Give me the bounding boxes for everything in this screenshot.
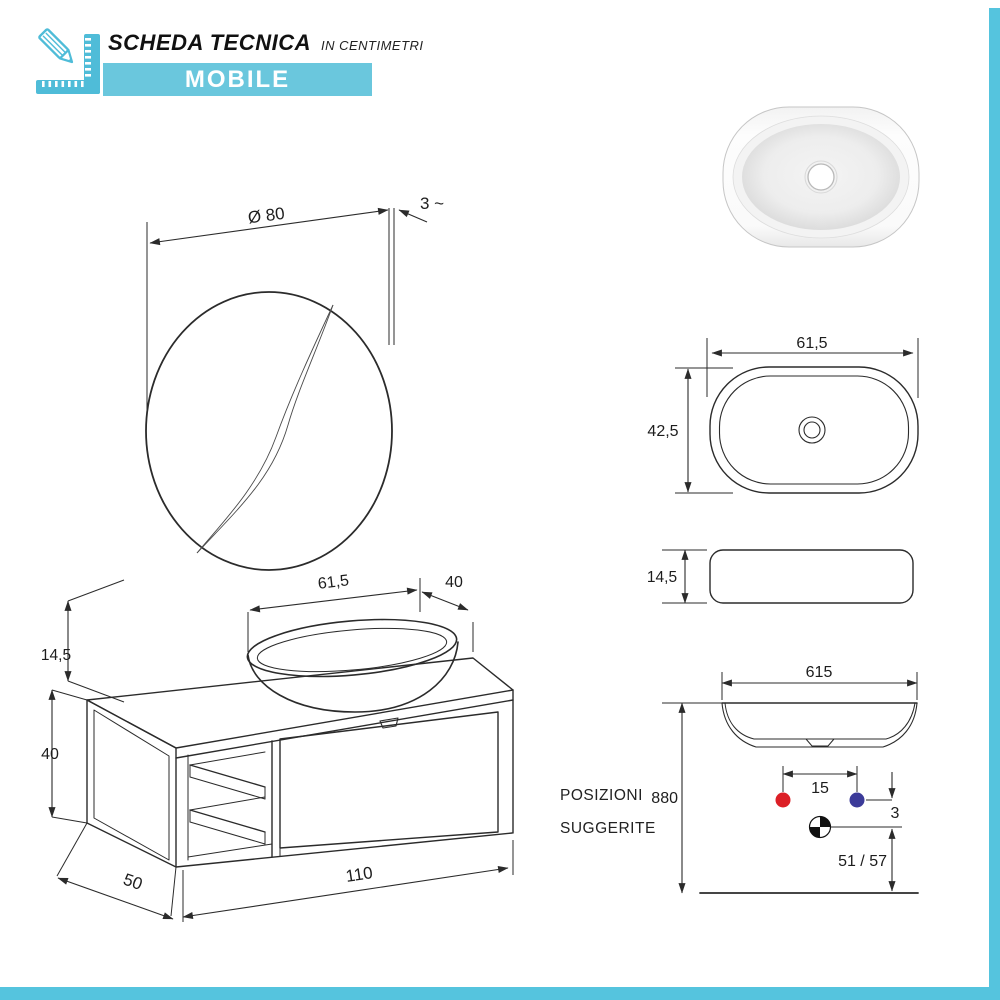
drain-notch: [805, 738, 835, 747]
mirror-diameter-label: Ø 80: [247, 204, 286, 228]
drain-outline: [798, 416, 826, 444]
mirror-thickness-label: 3 ~: [420, 194, 444, 213]
drain-hole: [807, 163, 835, 191]
sink-side-view: 14,5: [647, 549, 914, 604]
drain-height-label: 51 / 57: [838, 853, 887, 870]
header: SCHEDA TECNICA IN CENTIMETRI: [108, 30, 424, 56]
positions-width-label: 615: [806, 664, 833, 681]
basin-front-profile: [721, 702, 918, 748]
mirror-drawing: Ø 80 3 ~: [145, 194, 444, 571]
cabinet-depth-label: 50: [121, 870, 145, 894]
accent-bar-bottom: [0, 987, 1000, 1000]
wall-height-label: 880: [651, 790, 678, 807]
sink-depth-label: 42,5: [647, 423, 678, 440]
pencil-glyph: [38, 28, 74, 64]
sink-top-view: 61,5 42,5: [647, 335, 919, 494]
mirror-decor-line: [196, 304, 334, 554]
mirror-decor-line: [196, 304, 334, 554]
hot-supply-dot: [775, 792, 791, 808]
drawer-handle: [379, 717, 399, 729]
category-badge-label: MOBILE: [184, 65, 291, 93]
accent-bar-right: [989, 8, 1000, 1000]
pencil-ruler-icon: [36, 28, 100, 94]
cabinet-body: [86, 657, 514, 868]
countertop-basin: [246, 618, 459, 713]
sink-width-label: 61,5: [796, 335, 827, 352]
sink-photo: [722, 106, 920, 248]
sink-height-label: 14,5: [647, 569, 677, 586]
page-title: SCHEDA TECNICA: [108, 30, 311, 55]
tap-offset-label: 3: [891, 805, 900, 822]
cold-supply-dot: [849, 792, 865, 808]
cabinet-drawing: 14,5 40 61,5 40 110 50: [41, 572, 514, 922]
cabinet-width-label: 110: [344, 863, 374, 886]
basin-width-label: 61,5: [317, 572, 350, 593]
page-subtitle: IN CENTIMETRI: [320, 38, 424, 53]
tap-spacing-label: 15: [811, 780, 829, 797]
category-badge: MOBILE: [103, 63, 372, 96]
cabinet-height-label: 40: [41, 746, 59, 763]
open-shelves: [187, 751, 273, 861]
positions-heading-line1: POSIZIONI: [560, 787, 643, 804]
drawer-front: [279, 711, 499, 849]
drain-center-mark: [808, 815, 832, 839]
drain-ring: [804, 160, 838, 194]
positions-diagram: 615 880 POSIZIONI SUGGERITE 15: [560, 664, 919, 894]
cabinet-dimensions: 14,5 40 61,5 40 110 50: [41, 572, 514, 922]
basin-height-label: 14,5: [41, 647, 71, 664]
basin-offset-label: 40: [445, 574, 463, 591]
positions-heading-line2: SUGGERITE: [560, 820, 656, 837]
